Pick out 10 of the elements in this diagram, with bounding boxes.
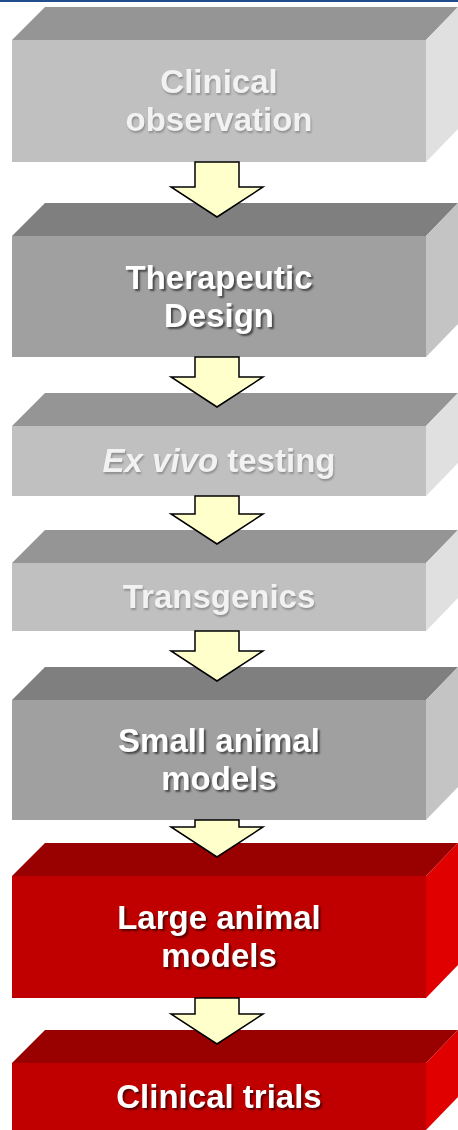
block-arrow (168, 356, 266, 408)
step-label: Large animal models (116, 899, 322, 975)
block-arrow (168, 161, 266, 218)
block-arrow (168, 630, 266, 682)
step-label: Clinical trials (116, 1077, 322, 1116)
block-arrow (168, 819, 266, 858)
step-label: Small animal models (117, 722, 321, 798)
step-label: Therapeutic Design (124, 258, 314, 335)
block-arrow (168, 495, 266, 545)
block-arrow (168, 997, 266, 1045)
